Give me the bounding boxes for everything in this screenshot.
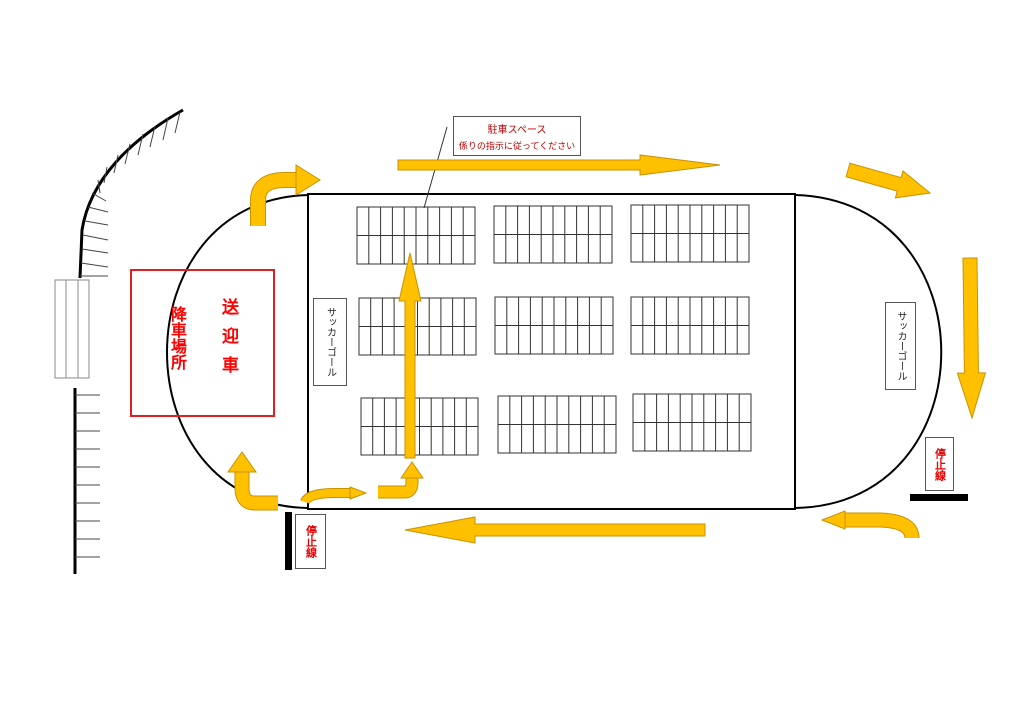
goal-right-label-box: サッカーゴール (885, 302, 916, 390)
arrow-curve-top-left (250, 164, 321, 226)
road-hatch-line (124, 143, 131, 165)
parking-block (358, 297, 477, 356)
goal-left-label-box: サッカーゴール (313, 298, 347, 386)
arrow-bottom-left (404, 516, 706, 544)
arrow-curve-up (378, 461, 424, 499)
arrow-head (400, 461, 424, 479)
arrow-head (349, 486, 368, 500)
dropoff-zone (130, 269, 275, 417)
arrow-body (301, 489, 350, 504)
road-hatch-line (103, 166, 108, 184)
arrow-up-center (398, 252, 422, 459)
road-hatch-line (84, 220, 109, 226)
stop-left-label: 停止線 (304, 525, 318, 558)
arrow-curve-bottom-left (227, 451, 278, 511)
road-hatch-line (82, 234, 109, 241)
arrow-curve-bottom-right (820, 510, 920, 539)
stop-left-label-box: 停止線 (295, 514, 326, 569)
road-hatch-line (97, 179, 101, 194)
stop-line-bar-left (285, 512, 292, 570)
parking-block (360, 397, 479, 456)
stop-right-label: 停止線 (933, 447, 947, 481)
road-hatching-straight (75, 394, 100, 558)
road-hatch-line (162, 117, 169, 141)
arrow-body (251, 173, 296, 226)
parking-block (630, 296, 750, 355)
road-hatch-line (174, 111, 181, 134)
road-hatch-line (87, 206, 109, 213)
stop-right-label-box: 停止線 (925, 437, 954, 491)
road-hatch-line (149, 125, 156, 148)
traffic-arrows (227, 154, 987, 544)
dropoff-label-place: 降車場所 (168, 306, 187, 370)
parking-block (494, 296, 614, 355)
arrow-head (295, 164, 321, 196)
goal-left-label: サッカーゴール (324, 307, 336, 377)
parking-block (630, 204, 750, 263)
arrow-curve-small (300, 486, 368, 505)
arrow-head (227, 451, 257, 473)
road-hatch-line (80, 262, 109, 268)
arrow-body (235, 472, 278, 510)
stop-line-bar-right (910, 494, 968, 501)
road-hatch-line (113, 154, 119, 174)
crosswalk (54, 279, 90, 379)
road-hatching-curve (80, 111, 181, 277)
parking-block (497, 395, 617, 454)
arrow-head (820, 510, 846, 530)
arrow-down-right (956, 257, 987, 420)
road-hatch-line (137, 133, 144, 156)
arrow-body (378, 476, 418, 498)
track-right-arc (794, 194, 943, 509)
field-rectangle (307, 193, 796, 510)
road-edge-curve (78, 108, 184, 279)
goal-right-label: サッカーゴール (895, 311, 906, 381)
callout-title: 駐車スペース (487, 124, 547, 136)
parking-area (356, 204, 752, 456)
road-hatch-line (91, 192, 107, 202)
arrow-diagonal-right (845, 162, 932, 199)
parking-block (356, 206, 476, 265)
parking-block (632, 393, 752, 452)
parking-callout: 駐車スペース 係りの指示に従ってください (453, 116, 581, 156)
road-hatch-line (81, 248, 109, 254)
callout-instruction: 係りの指示に従ってください (458, 141, 576, 152)
arrow-body (845, 513, 919, 539)
parking-block (493, 205, 613, 264)
dropoff-label-pickup: 送迎車 (218, 298, 238, 385)
arrow-top-right (397, 154, 721, 176)
